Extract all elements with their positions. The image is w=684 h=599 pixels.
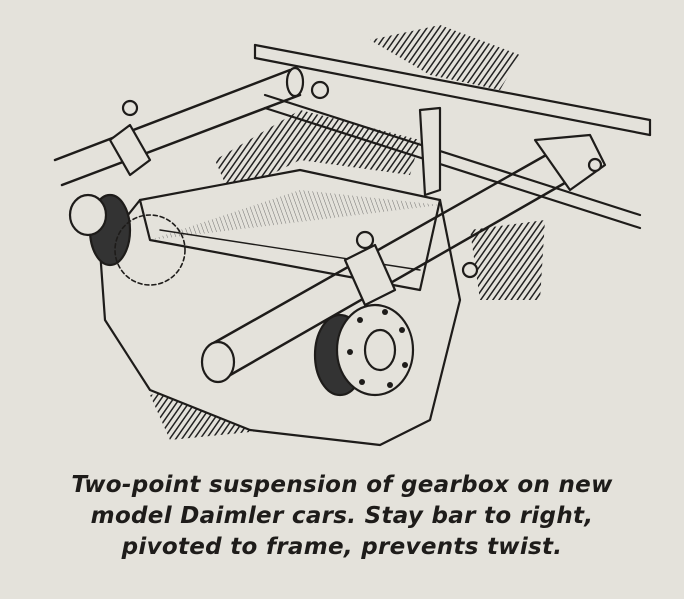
caption-line: Two-point suspension of gearbox on new <box>71 472 613 498</box>
caption-line: model Daimler cars. Stay bar to right, <box>90 503 594 529</box>
output-flange <box>335 303 415 397</box>
lower-tube <box>208 148 572 380</box>
frame-rail <box>253 43 652 230</box>
stay-bar <box>418 106 442 197</box>
caption-line: pivoted to frame, prevents twist. <box>121 534 563 560</box>
shadow-right <box>470 220 545 300</box>
shadow-middle <box>215 110 420 195</box>
shadow-top <box>370 25 520 90</box>
upper-tube <box>53 68 302 187</box>
figure-caption: Two-point suspension of gearbox on new m… <box>0 470 684 563</box>
gearbox-illustration <box>53 25 652 447</box>
